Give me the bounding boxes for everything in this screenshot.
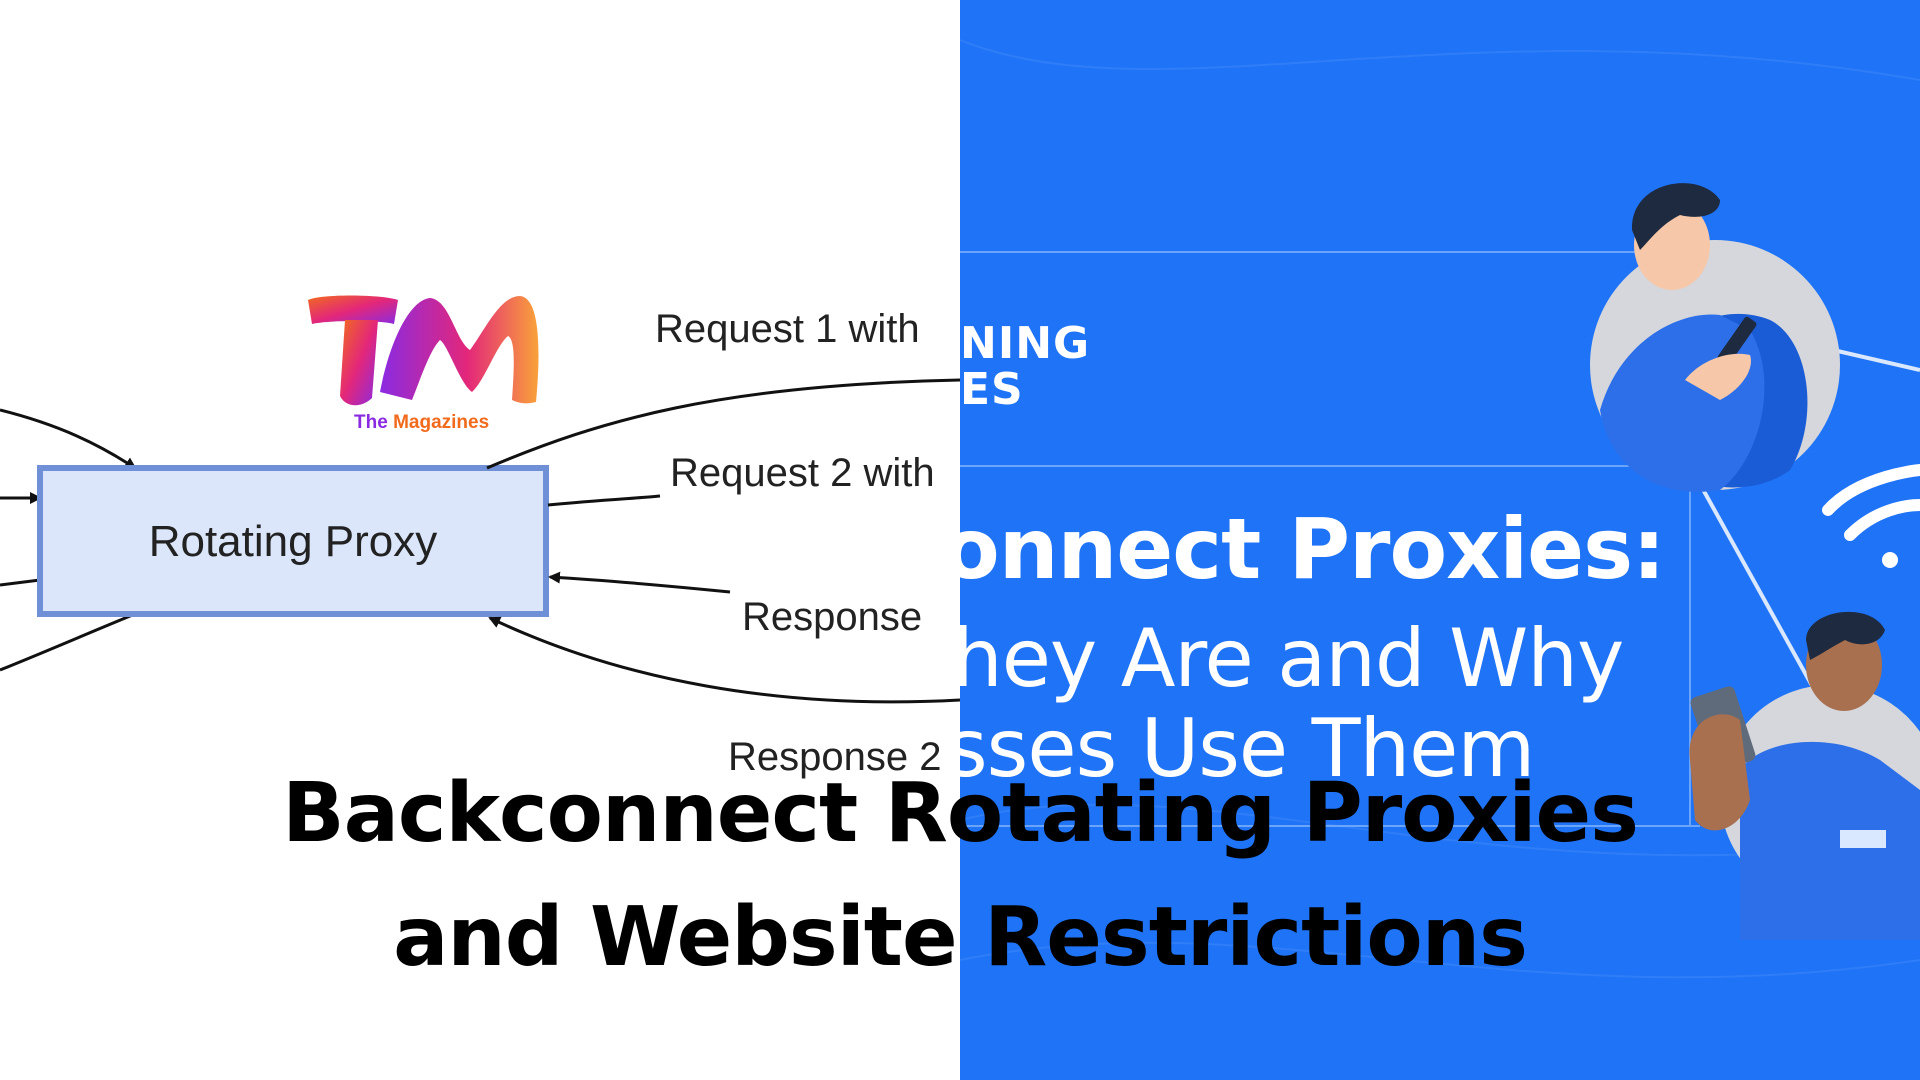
magazines-logo <box>308 295 539 406</box>
rotating-proxy-box <box>37 465 549 617</box>
brand-line-1: NING <box>960 318 1091 369</box>
logo-caption: The Magazines <box>354 412 490 433</box>
person-top-illustration <box>1590 183 1840 492</box>
outgoing-line-bottom <box>0 610 141 672</box>
request-1-arrow <box>486 378 960 470</box>
logo-t-bar <box>308 295 398 324</box>
brand-line-2: ES <box>960 364 1024 415</box>
bg-wave-3 <box>960 941 1920 979</box>
article-heading-line-3: sses Use Them <box>960 702 1535 795</box>
person-bottom-illustration <box>1689 611 1920 940</box>
logo-m-shape <box>380 296 539 404</box>
incoming-arrow-top <box>0 408 137 470</box>
request-2-label: Request 2 with <box>670 451 935 495</box>
article-heading-line-1: onnect Proxies: <box>960 500 1666 598</box>
network-line-2 <box>1688 465 1822 701</box>
post-title-line-1: Backconnect Rotating Proxies <box>282 766 1639 861</box>
outgoing-line-lower <box>0 578 41 587</box>
response-1-label: Response <box>742 595 922 639</box>
post-title: Backconnect Rotating Proxies and Website… <box>0 752 1920 1000</box>
diagram-panel: Rotating Proxy Request 1 with Request 2 … <box>0 295 960 779</box>
request-2-arrow <box>547 494 661 507</box>
response-2-label: Response 2 <box>728 735 941 779</box>
request-1-label: Request 1 with <box>655 307 920 351</box>
response-1-arrow <box>548 571 731 594</box>
response-2-arrow <box>488 616 960 704</box>
logo-t-stem <box>340 320 378 406</box>
bg-wave-1 <box>960 39 1920 81</box>
wifi-icon <box>1822 464 1920 568</box>
article-heading-line-2: hey Are and Why <box>960 612 1624 705</box>
proxy-diagram: Rotating Proxy Request 1 with Request 2 … <box>0 295 960 779</box>
article-art-panel: NING ES onnect Proxies: hey Are and Why … <box>960 0 1920 1080</box>
rotating-proxy-label: Rotating Proxy <box>149 517 438 566</box>
post-title-line-2: and Website Restrictions <box>393 890 1528 985</box>
article-art <box>960 39 1920 979</box>
